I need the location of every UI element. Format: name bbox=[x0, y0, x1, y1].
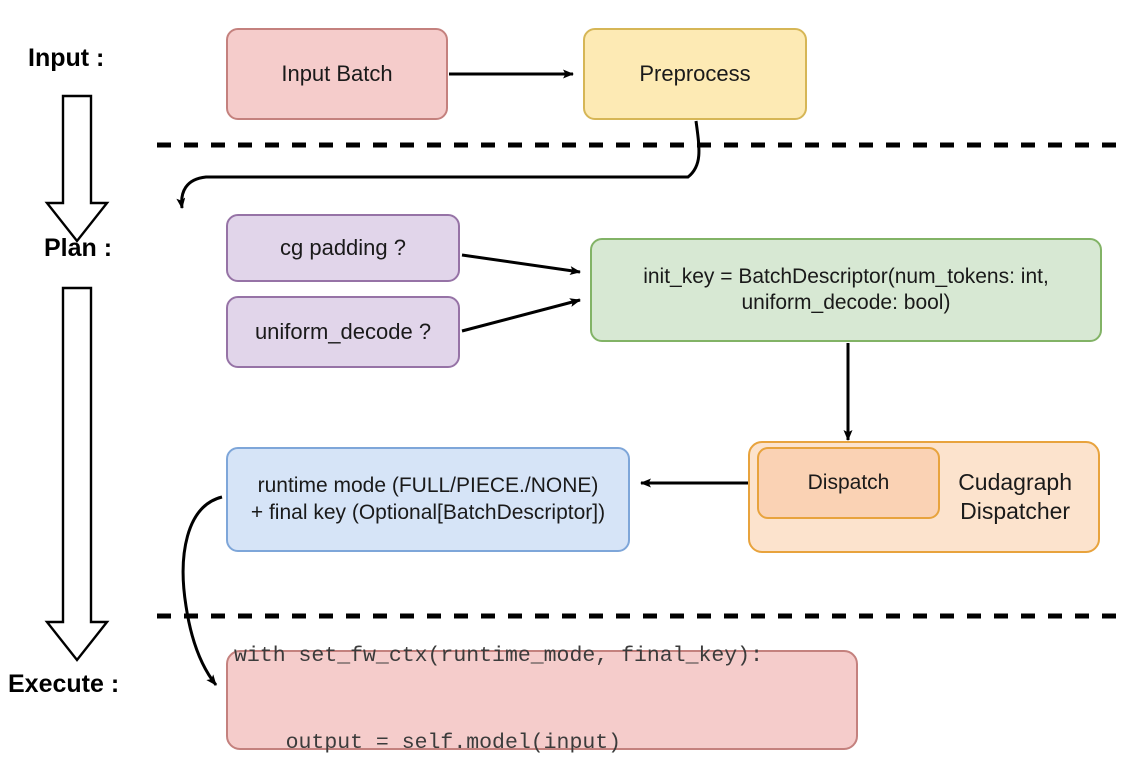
node-runtime-mode[interactable]: runtime mode (FULL/PIECE./NONE) + final … bbox=[226, 447, 630, 552]
node-dispatch-label: Dispatch bbox=[807, 470, 890, 494]
node-cg-padding[interactable]: cg padding ? bbox=[226, 214, 460, 282]
node-runtime-mode-line1: runtime mode (FULL/PIECE./NONE) bbox=[257, 474, 599, 498]
arrow-cg-padding-to-init-key bbox=[461, 253, 581, 276]
plan-to-execute-arrow bbox=[44, 286, 110, 662]
node-cg-padding-label: cg padding ? bbox=[280, 235, 406, 261]
node-uniform-decode[interactable]: uniform_decode ? bbox=[226, 296, 460, 368]
node-cudagraph-dispatcher-line2: Dispatcher bbox=[960, 498, 1071, 524]
arrow-uniform-decode-to-init-key bbox=[461, 298, 581, 333]
input-to-plan-arrow bbox=[44, 94, 110, 243]
node-uniform-decode-label: uniform_decode ? bbox=[254, 319, 432, 345]
node-exec-code-line1: with set_fw_ctx(runtime_mode, final_key)… bbox=[234, 643, 763, 668]
node-input-batch-label: Input Batch bbox=[281, 61, 393, 87]
node-preprocess[interactable]: Preprocess bbox=[583, 28, 807, 120]
stage-label-execute: Execute : bbox=[8, 670, 120, 698]
node-init-key-line2: uniform_decode: bool) bbox=[741, 291, 951, 314]
node-dispatch[interactable]: Dispatch bbox=[757, 447, 940, 519]
node-input-batch[interactable]: Input Batch bbox=[226, 28, 448, 120]
node-preprocess-label: Preprocess bbox=[639, 61, 751, 87]
node-exec-code-line2: output = self.model(input) bbox=[234, 731, 622, 756]
node-runtime-mode-line2: + final key (Optional[BatchDescriptor]) bbox=[250, 500, 606, 524]
arrow-runtime-mode-to-exec-code bbox=[181, 495, 223, 686]
node-init-key[interactable]: init_key = BatchDescriptor(num_tokens: i… bbox=[590, 238, 1102, 342]
stage-label-input: Input : bbox=[28, 44, 105, 72]
node-exec-code[interactable]: with set_fw_ctx(runtime_mode, final_key)… bbox=[226, 644, 858, 755]
node-init-key-line1: init_key = BatchDescriptor(num_tokens: i… bbox=[643, 264, 1049, 288]
stage-label-plan: Plan : bbox=[44, 234, 113, 262]
node-cudagraph-dispatcher-line1: Cudagraph bbox=[958, 469, 1072, 496]
arrow-preprocess-to-cg-padding bbox=[176, 120, 701, 209]
